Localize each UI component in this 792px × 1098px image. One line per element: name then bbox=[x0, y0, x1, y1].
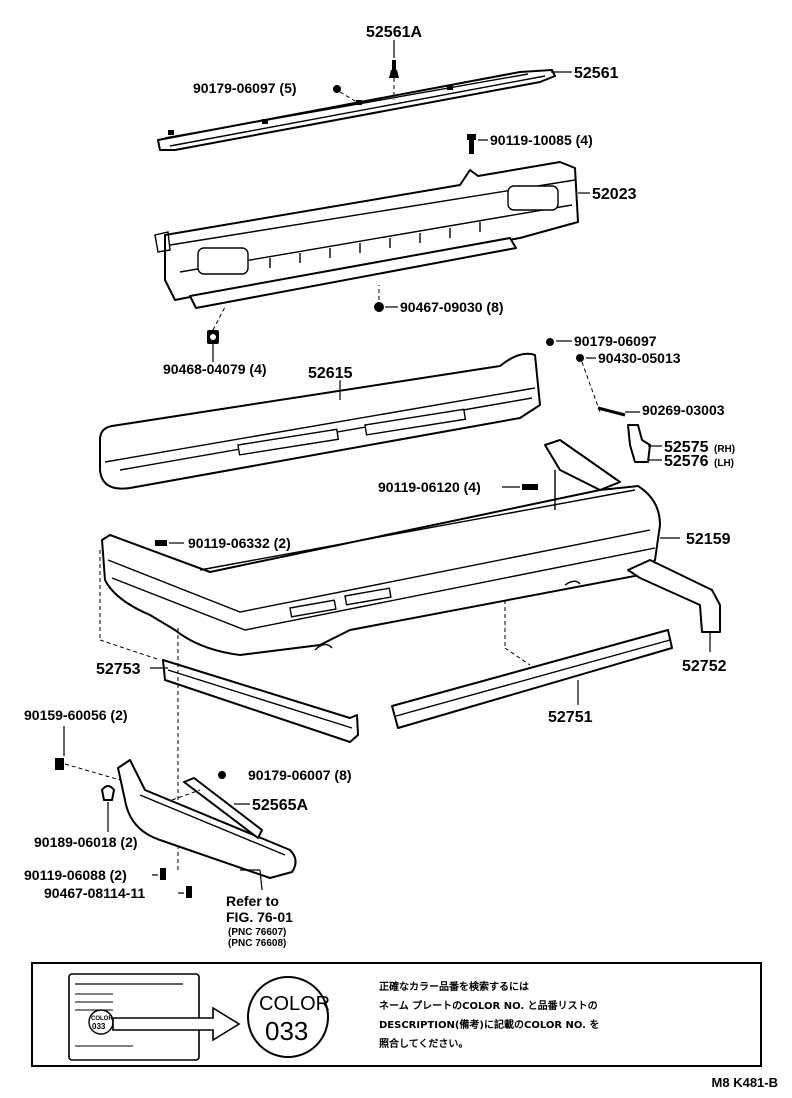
plate-color-code: 033 bbox=[92, 1022, 106, 1031]
label-90159-60056-2: 90159-60056 (2) bbox=[24, 707, 128, 723]
part-52615-absorber bbox=[99, 352, 541, 490]
label-90189-06018-2: 90189-06018 (2) bbox=[34, 834, 138, 850]
label-52576-side: (LH) bbox=[714, 458, 734, 469]
color-note-box: COLOR 033 COLOR 033 正確なカラー品番を検索するには ネーム … bbox=[31, 962, 762, 1067]
label-90430-05013: 90430-05013 bbox=[598, 350, 681, 366]
label-90468-04079-4: 90468-04079 (4) bbox=[163, 361, 267, 377]
refer-line-4: (PNC 76608) bbox=[228, 938, 286, 949]
part-52751-strip bbox=[391, 629, 673, 729]
label-90119-10085-4: 90119-10085 (4) bbox=[490, 132, 593, 148]
part-52159-bumper-cover bbox=[101, 439, 661, 656]
rivet-90467-08114-11 bbox=[186, 886, 192, 898]
label-52023: 52023 bbox=[592, 186, 637, 203]
bolt-90119-06120 bbox=[522, 484, 538, 490]
label-52575: 52575 bbox=[664, 439, 709, 456]
label-52576: 52576 bbox=[664, 453, 709, 470]
arrow-icon bbox=[112, 1006, 241, 1042]
refer-line-3: (PNC 76607) bbox=[228, 927, 286, 938]
bolt-90269-03003 bbox=[597, 406, 626, 417]
color-label: COLOR bbox=[259, 993, 330, 1015]
nut-90467-09030 bbox=[374, 302, 384, 312]
label-52751: 52751 bbox=[548, 709, 593, 726]
label-52752: 52752 bbox=[682, 658, 727, 675]
label-90179-06097-5: 90179-06097 (5) bbox=[193, 80, 297, 96]
label-52159: 52159 bbox=[686, 531, 731, 548]
label-52561A: 52561A bbox=[366, 24, 422, 41]
nut-90468-04079 bbox=[207, 330, 219, 344]
color-plate-illustration: COLOR 033 COLOR 033 bbox=[68, 973, 330, 1061]
color-code-circle: COLOR 033 bbox=[247, 976, 330, 1058]
screw-90159-60056 bbox=[55, 758, 64, 770]
label-52575-side: (RH) bbox=[714, 444, 735, 455]
part-52753-strip bbox=[162, 659, 359, 743]
label-90119-06332-2: 90119-06332 (2) bbox=[188, 535, 291, 551]
label-90467-08114-11: 90467-08114-11 bbox=[44, 885, 145, 901]
label-90179-06097: 90179-06097 bbox=[574, 333, 657, 349]
part-52565A-spoiler bbox=[117, 759, 297, 879]
nut-90179-06097 bbox=[546, 338, 554, 346]
refer-line-1: Refer to bbox=[226, 893, 279, 909]
clip-52561A bbox=[389, 60, 399, 78]
plate-color-label: COLOR bbox=[91, 1016, 113, 1022]
name-plate-icon: COLOR 033 bbox=[68, 973, 200, 1061]
nut-90179-06007 bbox=[218, 771, 226, 779]
label-90467-09030-8: 90467-09030 (8) bbox=[400, 299, 504, 315]
refer-line-2: FIG. 76-01 bbox=[226, 909, 293, 925]
bolt-90119-06332 bbox=[155, 540, 167, 546]
part-52561-strip bbox=[157, 69, 556, 151]
drawing-code: M8 K481-B bbox=[711, 1075, 778, 1090]
label-52753: 52753 bbox=[96, 661, 141, 678]
part-52023-reinforcement bbox=[154, 161, 579, 309]
label-90179-06007-8: 90179-06007 (8) bbox=[248, 767, 352, 783]
part-52752-bracket bbox=[627, 559, 721, 633]
bolt-90119-06088 bbox=[160, 868, 166, 880]
label-90269-03003: 90269-03003 bbox=[642, 402, 725, 418]
label-52565A: 52565A bbox=[252, 797, 308, 814]
color-note-text: 正確なカラー品番を検索するには ネーム プレートのCOLOR NO. と品番リス… bbox=[379, 982, 600, 1050]
washer-90430-05013 bbox=[576, 354, 584, 362]
label-90119-06088-2: 90119-06088 (2) bbox=[24, 867, 127, 883]
bolt-90119-10085 bbox=[467, 134, 476, 154]
bracket-52575-52576 bbox=[627, 424, 651, 463]
color-code: 033 bbox=[265, 1016, 308, 1046]
label-90119-06120-4: 90119-06120 (4) bbox=[378, 479, 481, 495]
clip-90189-06018 bbox=[101, 785, 115, 801]
label-52561: 52561 bbox=[574, 65, 619, 82]
fastener-90179-06097-5 bbox=[333, 85, 341, 93]
label-52615: 52615 bbox=[308, 365, 353, 382]
